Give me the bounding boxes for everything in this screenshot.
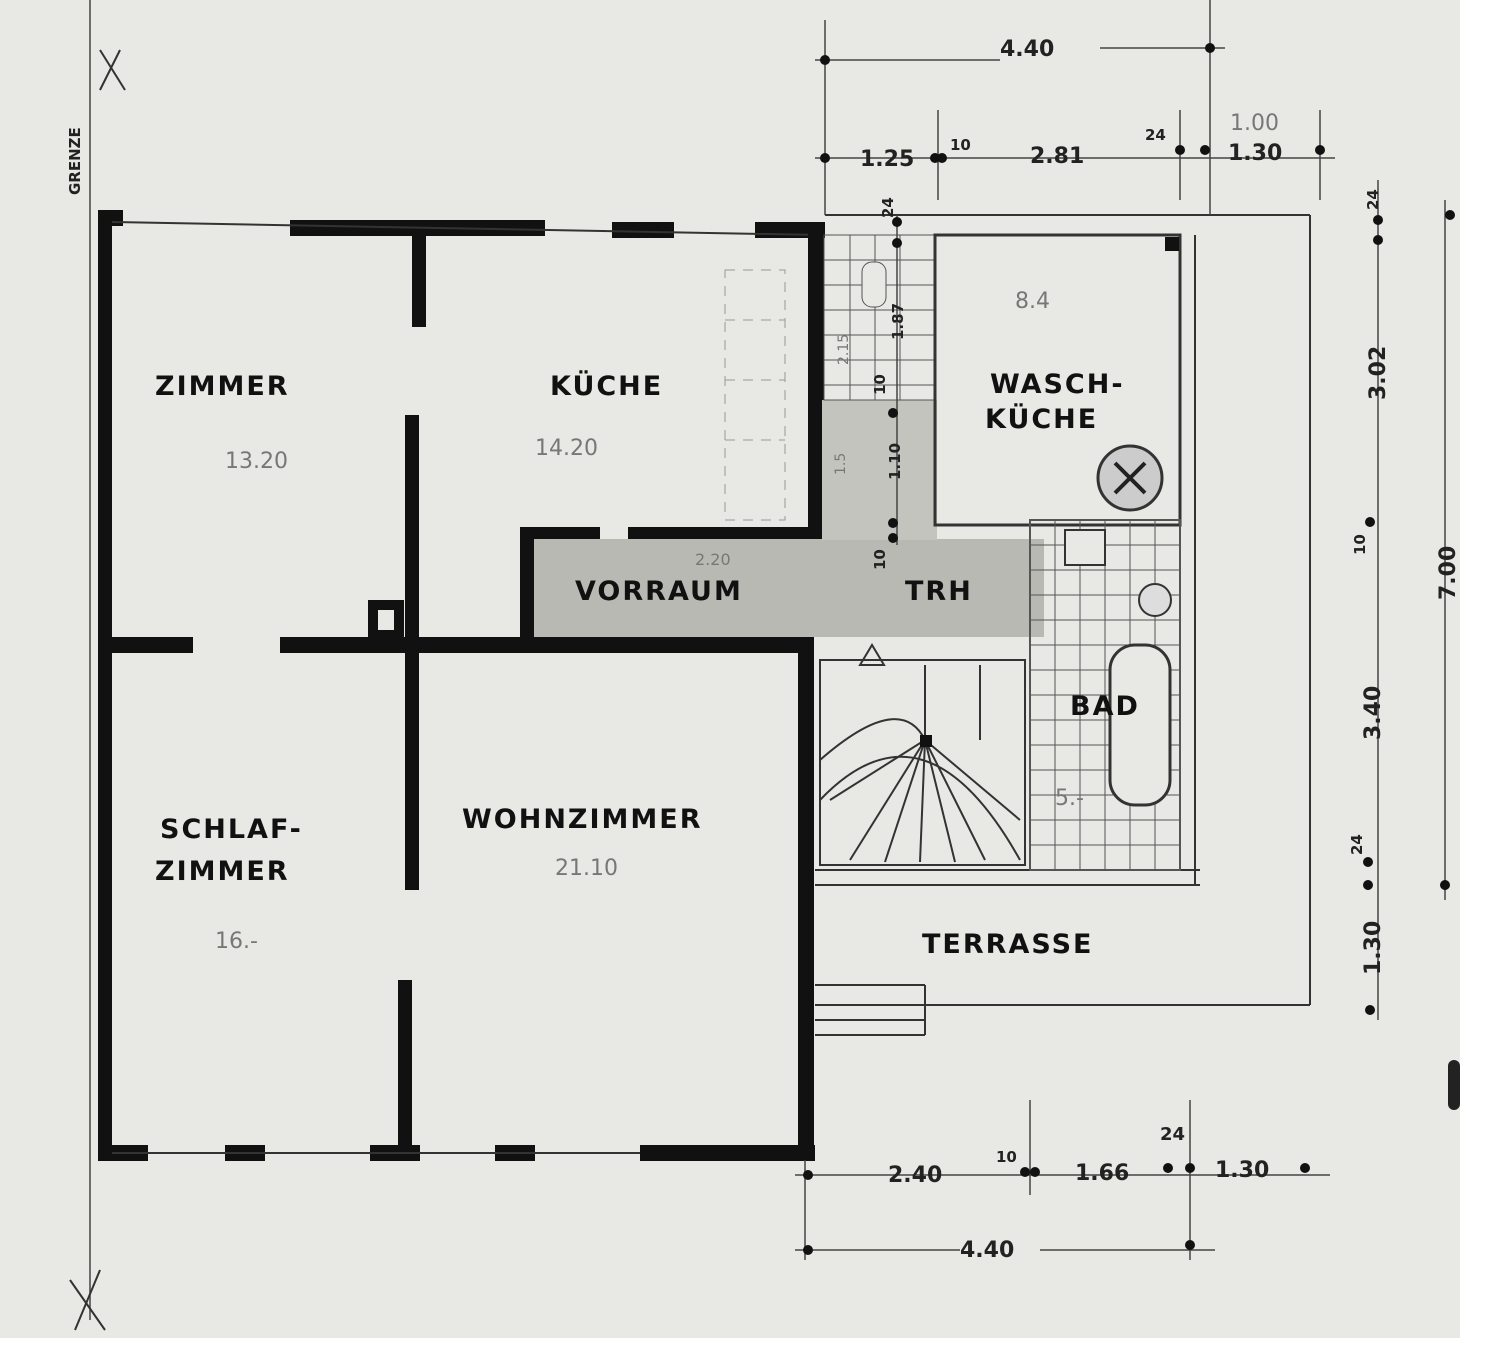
- dim-right-4: 24: [1348, 834, 1366, 855]
- kitchen-stair-sketch: [724, 269, 786, 521]
- room-zimmer: ZIMMER: [155, 371, 290, 402]
- area-bad: 5.-: [1055, 786, 1084, 811]
- room-vorraum: VORRAUM: [575, 576, 743, 607]
- border-mark-top: [99, 49, 126, 91]
- top-dimension-lines: [815, 0, 1335, 215]
- floor-plan: GRENZE: [66, 0, 1460, 1331]
- dim-wc-5: 1.5: [833, 453, 849, 475]
- drain-cross-icon: [1113, 461, 1147, 495]
- floor-plan-sheet: GRENZE: [0, 0, 1460, 1338]
- dim-right-3: 3.40: [1361, 686, 1386, 740]
- staircase: [819, 643, 1026, 866]
- dim-wc-3: 10: [871, 374, 889, 395]
- toilet-icon: [1138, 583, 1172, 617]
- border-label: GRENZE: [66, 127, 84, 195]
- room-waschkueche-2: KÜCHE: [985, 402, 1098, 435]
- wc-dimension-line: [888, 215, 902, 545]
- room-kueche: KÜCHE: [550, 369, 663, 402]
- wc-tile-grid: [823, 234, 935, 401]
- right-dimension-lines: [1363, 180, 1455, 1020]
- dim-wc-2: 2.15: [836, 334, 852, 365]
- room-schlafzimmer-2: ZIMMER: [155, 856, 290, 887]
- area-vorraum: 2.20: [695, 550, 731, 569]
- dim-top-1: 10: [950, 136, 971, 154]
- hall-floor-extension: [822, 400, 937, 540]
- dim-bottom-1: 10: [996, 1148, 1017, 1166]
- dim-wc-6: 10: [871, 549, 889, 570]
- dim-right-total: 7.00: [1436, 546, 1460, 600]
- room-waschkueche-1: WASCH-: [990, 369, 1125, 400]
- dim-top-0: 1.25: [860, 147, 914, 172]
- walls: [98, 210, 825, 1161]
- dim-bottom-total: 4.40: [960, 1238, 1014, 1263]
- room-schlafzimmer-1: SCHLAF-: [160, 814, 303, 845]
- room-wohnzimmer: WOHNZIMMER: [462, 804, 703, 835]
- area-wohnzimmer: 21.10: [555, 856, 618, 881]
- dim-right-0: 24: [1364, 189, 1382, 210]
- dim-wc-4: 1.10: [886, 443, 904, 480]
- bottom-dimension-lines: [795, 1100, 1330, 1260]
- room-bad: BAD: [1070, 691, 1140, 722]
- dim-top-4: 1.00: [1230, 111, 1279, 136]
- room-treppenhaus: TRH: [905, 576, 973, 607]
- bathtub-icon: [1108, 643, 1172, 807]
- dim-right-2: 10: [1351, 534, 1369, 555]
- dim-bottom-4: 1.30: [1215, 1158, 1269, 1183]
- dim-bottom-2: 1.66: [1075, 1161, 1129, 1186]
- room-terrasse: TERRASSE: [922, 929, 1093, 960]
- dim-wc-0: 24: [879, 197, 897, 218]
- bathroom-tiles: [1029, 519, 1181, 871]
- dim-bottom-0: 2.40: [888, 1163, 942, 1188]
- dim-right-5: 1.30: [1361, 921, 1386, 975]
- area-schlafzimmer: 16.-: [215, 929, 258, 954]
- dim-top-3: 24: [1145, 126, 1166, 144]
- up-arrow-icon: [858, 643, 886, 666]
- dim-top-5: 1.30: [1228, 141, 1282, 166]
- vorraum-hall-floor: [534, 539, 1044, 637]
- dim-wc-1: 1.87: [889, 303, 907, 340]
- border-mark-bottom: [69, 1269, 106, 1331]
- sink-icon: [1064, 529, 1106, 566]
- area-waschkueche: 8.4: [1015, 289, 1050, 314]
- area-zimmer: 13.20: [225, 449, 288, 474]
- binder-clip: [1448, 1060, 1460, 1110]
- area-kueche: 14.20: [535, 436, 598, 461]
- dim-bottom-3: 24: [1160, 1124, 1185, 1145]
- dim-right-1: 3.02: [1366, 346, 1391, 400]
- dim-top-2: 2.81: [1030, 144, 1084, 169]
- dim-top-total: 4.40: [1000, 37, 1054, 62]
